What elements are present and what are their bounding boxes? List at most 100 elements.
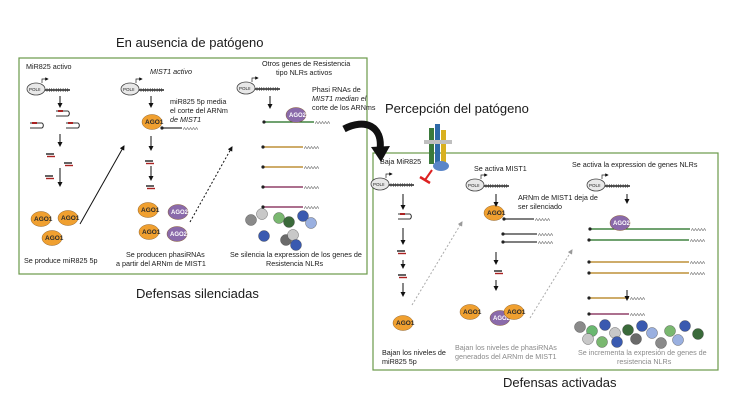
gene-construct: POLII	[465, 173, 509, 192]
ago2-complex: AGO2	[167, 204, 189, 220]
receptor-icon	[419, 124, 452, 185]
mrna-cap	[261, 165, 265, 169]
pol-ii-enzyme	[586, 178, 606, 192]
mrna-strand: AAAAA	[501, 232, 553, 237]
mrna-strand: AAAAA	[501, 240, 553, 245]
mrna-cap	[587, 312, 591, 316]
mrna-cap	[262, 120, 266, 124]
mrna-strand: AAAAA	[261, 185, 319, 190]
resistance-protein	[655, 337, 667, 349]
ago1-complex: AGO1	[41, 230, 64, 246]
right-col1-bottom-2: miR825 5p	[382, 357, 417, 366]
left-panel	[18, 57, 368, 275]
sirna-duplex	[494, 270, 503, 275]
right-col1-bottom-1: Bajan los niveles de	[382, 348, 446, 357]
poly-a-tail: AAAAA	[315, 120, 330, 125]
ago-label: AGO1	[141, 207, 160, 214]
left-col2-mid-3: de MIST1	[170, 115, 201, 124]
ago-body	[167, 204, 189, 220]
flow-arrow-diagonal	[411, 221, 463, 306]
right-col2-mid-1: ARNm de MIST1 deja de	[518, 193, 598, 202]
mrna-cap	[587, 271, 591, 275]
poly-a-tail: AAAAA	[535, 217, 550, 222]
mrna-cap	[160, 126, 164, 130]
mirna-mark	[32, 122, 37, 124]
ago-label: AGO2	[289, 113, 307, 119]
gene-construct: POLII	[586, 173, 630, 192]
pol-ii-enzyme	[26, 82, 46, 96]
resistance-protein	[258, 230, 270, 242]
poly-a-tail: AAAAA	[304, 165, 319, 170]
ago2-complex: AGO2	[609, 215, 631, 231]
pol-ii-enzyme	[120, 82, 140, 96]
right-col3-bottom-2: resistencia NLRs	[617, 357, 672, 366]
mrna-strand: AAAAA	[587, 312, 645, 317]
mrna-strand: AAAAA	[588, 227, 706, 232]
ago-label: AGO1	[142, 229, 161, 236]
poly-a-tail: AAAAA	[690, 271, 705, 276]
transcription-start-icon	[251, 76, 259, 82]
sirna-duplex	[45, 175, 54, 180]
poly-a-tail: AAAAA	[304, 185, 319, 190]
mrna-strands: AAAAA AAAAA AAAAA AAAAA AAAAA AAAAA AAAAA AAAAA…	[160, 120, 706, 317]
resistance-protein	[245, 214, 257, 226]
sirna-duplex	[145, 160, 154, 165]
hairpin-stem	[56, 110, 70, 117]
mrna-strand: AAAAA	[261, 165, 319, 170]
resistance-protein	[305, 217, 317, 229]
mrna-cap	[587, 238, 591, 242]
mirna-mark	[58, 110, 63, 112]
ago2-complex: AGO2	[285, 107, 307, 123]
hairpin-stem	[66, 122, 80, 129]
resistance-protein	[599, 319, 611, 331]
poly-a-tail: AAAAA	[690, 260, 705, 265]
mrna-strand: AAAAA	[587, 260, 705, 265]
mrna-cap	[587, 296, 591, 300]
ago-label: AGO1	[34, 216, 53, 223]
resistance-protein	[283, 216, 295, 228]
left-col2-bottom-2: a partir del ARNm de MIST1	[116, 259, 206, 268]
resistance-protein	[672, 334, 684, 346]
ago-body	[137, 202, 159, 218]
title-silenced: Defensas silenciadas	[136, 286, 259, 301]
poly-a-tail: AAAAA	[538, 240, 553, 245]
ago-label: AGO2	[493, 316, 511, 322]
mrna-cap	[261, 145, 265, 149]
transcription-start-icon	[135, 77, 143, 83]
poly-a-tail: AAAAA	[630, 296, 645, 301]
ago1-complex: AGO1	[392, 315, 415, 331]
mrna-cap	[261, 205, 265, 209]
mrna-cap	[501, 232, 505, 236]
pol-ii-enzyme	[370, 177, 390, 191]
flow-arrow-diagonal	[529, 249, 573, 319]
ago-label: AGO2	[171, 210, 189, 216]
ago-label: AGO1	[396, 320, 415, 327]
gene-construct: POLII	[370, 172, 414, 191]
ago-label: AGO1	[463, 309, 482, 316]
transcription-start-icon	[601, 173, 609, 179]
pol-ii-label: POLII	[29, 87, 41, 92]
right-col3-top: Se activa la expression de genes NLRs	[572, 160, 698, 169]
mrna-strand: AAAAA	[261, 205, 319, 210]
poly-a-tail: AAAAA	[690, 238, 705, 243]
resistance-protein-clusters	[245, 208, 704, 349]
resistance-protein	[692, 328, 704, 340]
pol-ii-enzyme	[236, 81, 256, 95]
mrna-cap	[501, 240, 505, 244]
resistance-protein	[630, 333, 642, 345]
resistance-protein	[611, 336, 623, 348]
left-col3-bottom-2: Resistencia NLRs	[266, 259, 324, 268]
ago1-complex: AGO1	[30, 211, 53, 227]
ago-label: AGO1	[487, 210, 506, 217]
left-col2-bottom-1: Se producen phasiRNAs	[126, 250, 205, 259]
sirna-duplex	[64, 162, 73, 167]
mrna-cap	[587, 260, 591, 264]
ago-label: AGO2	[613, 221, 631, 227]
resistance-protein	[574, 321, 586, 333]
mirna-hairpin	[66, 122, 80, 129]
mirna-hairpin	[56, 110, 70, 117]
ago-body	[30, 211, 52, 227]
left-col3-mid-3: corte de los ARNms	[312, 103, 376, 112]
title-activated: Defensas activadas	[503, 375, 617, 390]
